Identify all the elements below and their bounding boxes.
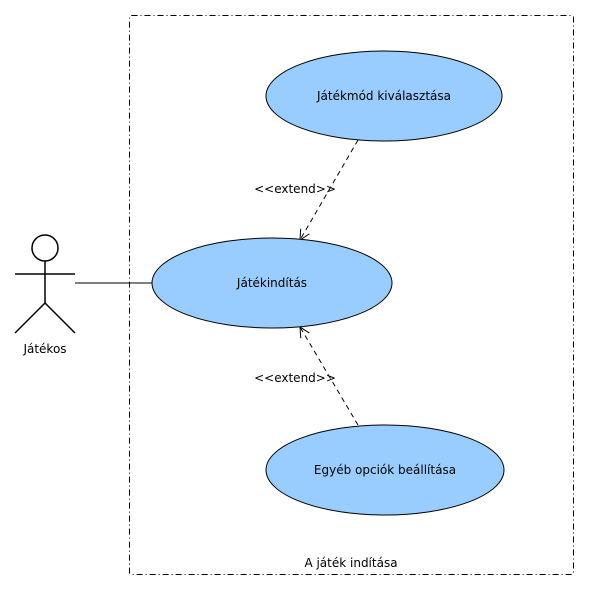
extend-label-bottom: <<extend>> (254, 371, 336, 385)
use-case-label: Játékindítás (236, 276, 307, 290)
system-title: A játék indítása (304, 556, 397, 570)
actor-head (31, 234, 59, 262)
use-case-other-options: Egyéb opciók beállítása (265, 424, 505, 516)
use-case-label: Egyéb opciók beállítása (314, 463, 456, 477)
actor-player: Játékos (14, 234, 76, 356)
system-boundary (129, 15, 574, 575)
use-case-ellipse (265, 50, 503, 142)
actor-left-leg (14, 302, 46, 334)
extend-label-top: <<extend>> (254, 182, 336, 196)
use-case-ellipse (265, 424, 505, 516)
actor-right-leg (44, 302, 76, 334)
use-case-mode-select: Játékmód kiválasztása (265, 50, 503, 142)
extend-arrow-bottom (300, 327, 359, 426)
use-case-label: Játékmód kiválasztása (316, 89, 451, 103)
extend-arrow-top (300, 139, 359, 240)
actor-label: Játékos (22, 342, 66, 356)
use-case-start-game: Játékindítás (151, 237, 393, 329)
use-case-ellipse (151, 237, 393, 329)
